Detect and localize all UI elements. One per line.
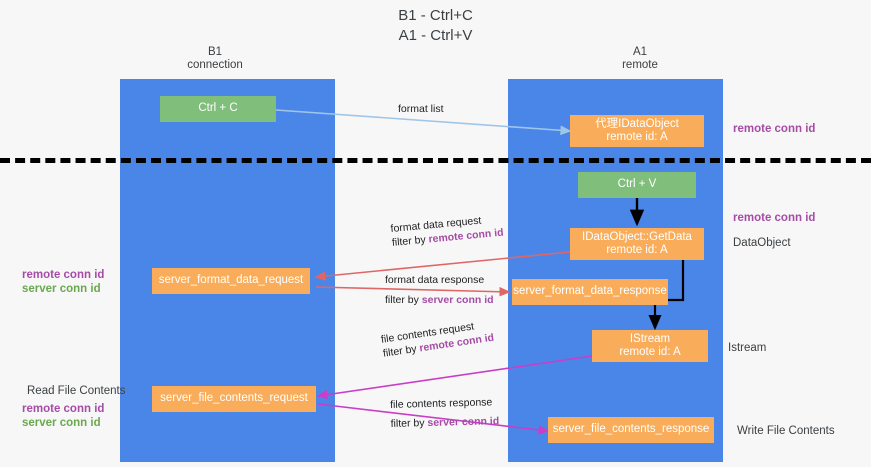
edge-file-contents-response <box>317 403 550 435</box>
filter-prefix: filter by <box>390 417 428 430</box>
edge-label-format-list-text: format list <box>398 103 444 115</box>
edge-label-format-data-response-text: format data response <box>385 274 485 286</box>
node-ctrl-v[interactable]: Ctrl + V <box>578 172 696 198</box>
annotation-right-remote-conn-id-mid: remote conn id <box>733 212 816 224</box>
annotation-left-read-file-contents: Read File Contents <box>27 385 126 397</box>
edge-format-data-request <box>314 251 571 281</box>
column-header-b1: B1 connection <box>187 46 243 71</box>
annotation-left-server-conn-id-2: server conn id <box>22 417 101 429</box>
node-proxy-idataobject[interactable]: 代理IDataObject remote id: A <box>570 115 704 147</box>
edge-getdata-to-istream <box>648 260 685 331</box>
filter-key-server-conn-id: server conn id <box>427 415 500 430</box>
page-title: B1 - Ctrl+C A1 - Ctrl+V <box>398 7 473 44</box>
node-server-format-data-response-label: server_format_data_response <box>513 285 667 298</box>
node-server-format-data-request-label: server_format_data_request <box>158 274 304 287</box>
annotation-left-server-conn-id: server conn id <box>22 283 101 295</box>
node-idataobject-getdata-sublabel: remote id: A <box>606 244 668 256</box>
edge-label-format-data-response: format data response filter by server co… <box>385 273 494 307</box>
node-ctrl-c-label: Ctrl + C <box>198 102 238 115</box>
node-server-format-data-request[interactable]: server_format_data_request <box>152 268 310 294</box>
filter-prefix: filter by <box>385 294 422 306</box>
edge-format-list <box>275 109 572 136</box>
node-proxy-idataobject-label: 代理IDataObject <box>595 117 679 130</box>
node-istream-label: IStream <box>629 332 671 345</box>
edge-label-file-contents-response-text: file contents response <box>390 396 493 411</box>
node-istream[interactable]: IStream remote id: A <box>592 330 708 362</box>
node-server-file-contents-response[interactable]: server_file_contents_response <box>548 417 714 443</box>
edge-file-contents-request <box>316 355 593 400</box>
node-ctrl-v-label: Ctrl + V <box>617 178 657 191</box>
annotation-right-write-file-contents: Write File Contents <box>737 425 835 437</box>
node-idataobject-getdata-label: IDataObject::GetData <box>582 230 692 243</box>
node-idataobject-getdata[interactable]: IDataObject::GetData remote id: A <box>570 228 704 260</box>
edge-label-file-contents-response: file contents response filter by server … <box>390 395 499 431</box>
node-proxy-idataobject-sublabel: remote id: A <box>606 131 668 143</box>
column-header-a1: A1 remote <box>622 46 658 71</box>
node-server-format-data-response[interactable]: server_format_data_response <box>512 279 668 305</box>
annotation-left-remote-conn-id: remote conn id <box>22 269 105 281</box>
annotation-right-dataobject: DataObject <box>733 237 791 249</box>
annotation-right-remote-conn-id-top: remote conn id <box>733 123 816 135</box>
section-divider <box>0 158 871 163</box>
node-istream-sublabel: remote id: A <box>619 346 681 358</box>
edge-label-format-data-response-filter: filter by server conn id <box>385 293 494 307</box>
edge-label-format-list: format list <box>398 102 444 116</box>
annotation-left-remote-conn-id-2: remote conn id <box>22 403 105 415</box>
node-server-file-contents-response-label: server_file_contents_response <box>552 423 710 436</box>
node-server-file-contents-request-label: server_file_contents_request <box>160 392 308 405</box>
edge-format-data-response <box>315 286 511 297</box>
edge-label-file-contents-response-filter: filter by server conn id <box>390 414 500 431</box>
node-ctrl-c[interactable]: Ctrl + C <box>160 96 276 122</box>
filter-prefix: filter by <box>391 233 430 249</box>
annotation-right-istream: Istream <box>728 342 767 354</box>
filter-key-server-conn-id: server conn id <box>421 294 494 306</box>
node-server-file-contents-request[interactable]: server_file_contents_request <box>152 386 316 412</box>
